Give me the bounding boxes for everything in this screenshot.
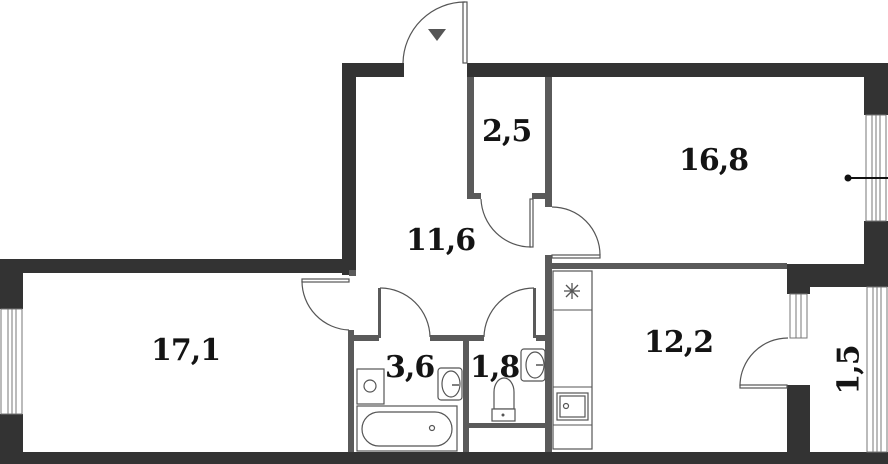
light-fixture-icon [844,174,852,182]
room-area-bathroom: 3,6 [385,350,435,385]
room-area-kitchen: 12,2 [644,325,714,360]
windows [0,114,888,453]
room-area-loggia: 1,5 [831,345,867,395]
room-area-storage: 2,5 [482,114,532,149]
snowflake-icon [564,283,580,299]
doors [301,1,789,389]
entrance-arrow-icon [428,29,446,41]
partition-walls [348,77,787,452]
exterior-walls [0,63,888,464]
room-area-bedroom: 16,8 [679,143,749,178]
room-area-living: 17,1 [151,333,221,368]
toilet [493,377,515,410]
fixtures [356,174,888,452]
room-area-toilet: 1,8 [470,350,520,385]
room-area-hall: 11,6 [406,223,476,258]
